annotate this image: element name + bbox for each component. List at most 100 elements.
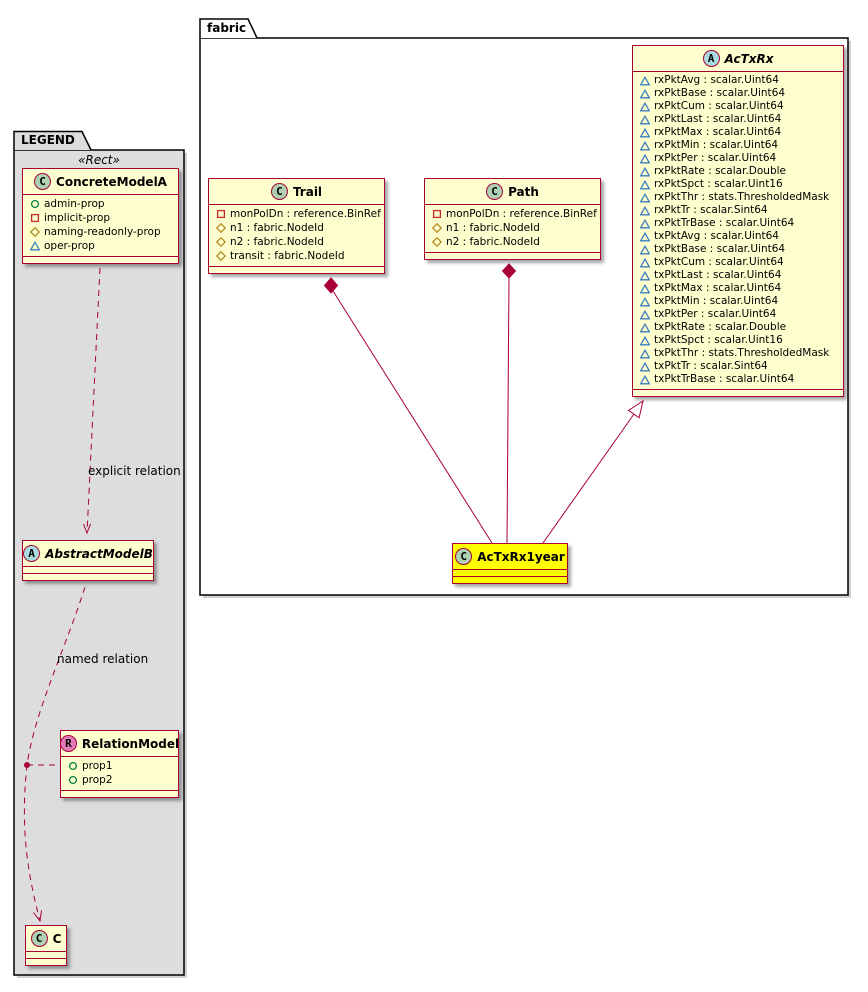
class-attributes bbox=[453, 569, 567, 576]
triangle-member-icon bbox=[640, 270, 650, 280]
attribute-text: txPktMin : scalar.Uint64 bbox=[654, 295, 779, 307]
triangle-member-icon bbox=[640, 231, 650, 241]
path-composition-diamond-icon bbox=[501, 263, 517, 279]
triangle-member-icon bbox=[640, 114, 650, 124]
attribute-text: monPolDn : reference.BinRef bbox=[446, 208, 597, 220]
class-attribute: rxPktCum : scalar.Uint64 bbox=[633, 100, 843, 113]
attribute-text: rxPktMax : scalar.Uint64 bbox=[654, 126, 782, 138]
edge-label-named-relation: named relation bbox=[57, 652, 149, 666]
triangle-member-icon bbox=[30, 241, 40, 251]
class-AcTxRx1year: C AcTxRx1year bbox=[452, 543, 568, 584]
class-methods-empty bbox=[26, 958, 66, 965]
class-attribute: monPolDn : reference.BinRef bbox=[425, 207, 600, 221]
class-attribute: n2 : fabric.NodeId bbox=[209, 235, 384, 249]
class-spot-icon: A bbox=[702, 50, 720, 67]
class-attribute: txPktMax : scalar.Uint64 bbox=[633, 282, 843, 295]
class-attribute: rxPktRate : scalar.Double bbox=[633, 165, 843, 178]
class-attribute: naming-readonly-prop bbox=[23, 225, 178, 239]
attribute-text: txPktTrBase : scalar.Uint64 bbox=[654, 373, 795, 385]
class-attribute: rxPktSpct : scalar.Uint16 bbox=[633, 178, 843, 191]
attribute-text: rxPktLast : scalar.Uint64 bbox=[654, 113, 782, 125]
edge-path-composition bbox=[506, 276, 510, 544]
legend-package-label: LEGEND bbox=[21, 133, 75, 147]
diamond-member-icon bbox=[216, 237, 226, 247]
class-name: ConcreteModelA bbox=[56, 174, 167, 189]
class-name: AcTxRx1year bbox=[477, 549, 565, 564]
relation-anchor-dot-icon bbox=[24, 762, 30, 768]
attribute-text: naming-readonly-prop bbox=[44, 226, 161, 238]
attribute-text: rxPktAvg : scalar.Uint64 bbox=[654, 74, 779, 86]
triangle-member-icon bbox=[640, 88, 650, 98]
class-name: Trail bbox=[292, 184, 323, 199]
class-name: C bbox=[52, 931, 62, 946]
triangle-member-icon bbox=[640, 101, 650, 111]
attribute-text: txPktCum : scalar.Uint64 bbox=[654, 256, 784, 268]
edge-label-explicit-relation: explicit relation bbox=[88, 464, 181, 478]
class-name: RelationModel bbox=[81, 736, 180, 751]
triangle-member-icon bbox=[640, 322, 650, 332]
attribute-text: prop1 bbox=[82, 760, 113, 772]
triangle-member-icon bbox=[640, 179, 650, 189]
attribute-text: rxPktCum : scalar.Uint64 bbox=[654, 100, 784, 112]
class-attribute: txPktTrBase : scalar.Uint64 bbox=[633, 373, 843, 386]
class-header: A AcTxRx bbox=[633, 46, 843, 71]
triangle-member-icon bbox=[640, 140, 650, 150]
diamond-member-icon bbox=[30, 227, 40, 237]
class-name: AcTxRx bbox=[724, 51, 774, 66]
edge-generalization bbox=[542, 413, 635, 544]
edge-explicit-relation-arrowhead bbox=[83, 523, 91, 535]
class-attribute: txPktLast : scalar.Uint64 bbox=[633, 269, 843, 282]
class-spot-icon: C bbox=[270, 183, 288, 200]
square-member-icon bbox=[30, 213, 40, 223]
square-member-icon bbox=[432, 209, 442, 219]
class-methods-empty bbox=[61, 790, 178, 797]
attribute-text: rxPktThr : stats.ThresholdedMask bbox=[654, 191, 830, 203]
legend-package-tab bbox=[13, 130, 92, 151]
class-attributes: monPolDn : reference.BinRef n1 : fabric.N… bbox=[209, 204, 384, 266]
attribute-text: n1 : fabric.NodeId bbox=[230, 222, 324, 234]
class-attribute: rxPktMin : scalar.Uint64 bbox=[633, 139, 843, 152]
class-attributes: admin-prop implicit-prop naming-readonly-p… bbox=[23, 194, 178, 256]
class-attribute: txPktMin : scalar.Uint64 bbox=[633, 295, 843, 308]
triangle-member-icon bbox=[640, 348, 650, 358]
fabric-package-tab bbox=[199, 18, 258, 39]
class-attribute: rxPktLast : scalar.Uint64 bbox=[633, 113, 843, 126]
class-methods-empty bbox=[425, 252, 600, 259]
attribute-text: monPolDn : reference.BinRef bbox=[230, 208, 381, 220]
class-attribute: oper-prop bbox=[23, 239, 178, 253]
triangle-member-icon bbox=[640, 361, 650, 371]
triangle-member-icon bbox=[640, 335, 650, 345]
class-attributes bbox=[26, 951, 66, 958]
attribute-text: rxPktMin : scalar.Uint64 bbox=[654, 139, 779, 151]
attribute-text: n2 : fabric.NodeId bbox=[230, 236, 324, 248]
attribute-text: implicit-prop bbox=[44, 212, 111, 224]
class-spot-icon: R bbox=[59, 735, 77, 752]
triangle-member-icon bbox=[640, 296, 650, 306]
edge-named-relation-arrowhead bbox=[33, 910, 42, 923]
edge-explicit-relation bbox=[86, 267, 101, 534]
attribute-text: txPktRate : scalar.Double bbox=[654, 321, 787, 333]
class-spot-icon: C bbox=[30, 930, 48, 947]
class-attribute: rxPktAvg : scalar.Uint64 bbox=[633, 74, 843, 87]
attribute-text: prop2 bbox=[82, 774, 113, 786]
diamond-member-icon bbox=[432, 237, 442, 247]
class-methods-empty bbox=[23, 256, 178, 263]
class-attribute: rxPktThr : stats.ThresholdedMask bbox=[633, 191, 843, 204]
diamond-member-icon bbox=[216, 251, 226, 261]
diamond-member-icon bbox=[432, 223, 442, 233]
class-attribute: prop1 bbox=[61, 759, 178, 773]
triangle-member-icon bbox=[640, 309, 650, 319]
class-attribute: rxPktTrBase : scalar.Uint64 bbox=[633, 217, 843, 230]
class-name: Path bbox=[508, 184, 539, 199]
attribute-text: transit : fabric.NodeId bbox=[230, 250, 345, 262]
class-spot-icon: C bbox=[455, 548, 473, 565]
edge-trail-composition bbox=[332, 290, 493, 544]
attribute-text: admin-prop bbox=[44, 198, 105, 210]
circle-member-icon bbox=[68, 761, 78, 771]
